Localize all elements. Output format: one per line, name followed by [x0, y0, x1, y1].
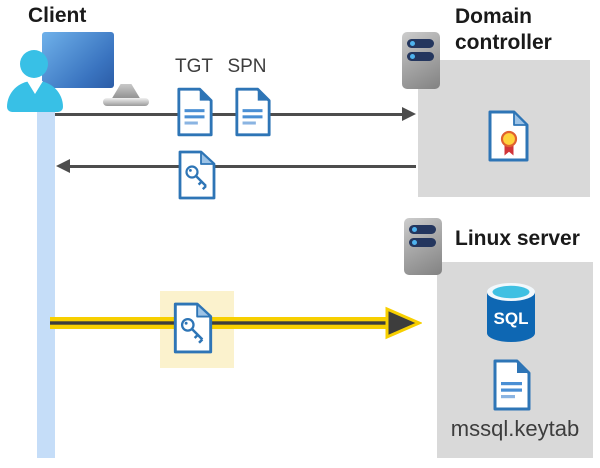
response-arrow-head-icon	[56, 158, 70, 173]
monitor-base-icon	[103, 98, 149, 106]
spn-document-icon	[235, 87, 271, 137]
tgt-document-icon	[177, 87, 213, 137]
tgt-label: TGT	[175, 56, 213, 77]
client-title: Client	[28, 4, 87, 27]
server-drive-icon	[407, 52, 434, 61]
linux-server-icon	[404, 218, 442, 275]
request-arrow-head-icon	[402, 106, 416, 121]
server-drive-icon	[407, 39, 434, 48]
certificate-icon	[488, 110, 529, 162]
domain-controller-server-icon	[402, 32, 440, 89]
keytab-file-label: mssql.keytab	[450, 416, 580, 441]
client-monitor-icon	[42, 32, 114, 88]
spn-label: SPN	[227, 56, 267, 77]
server-drive-icon	[409, 238, 436, 247]
domain-controller-title: Domain controller	[455, 4, 552, 56]
kerberos-ticket-arrow	[50, 306, 422, 340]
domain-controller-title-line2: controller	[455, 31, 552, 54]
response-arrow-line	[69, 165, 416, 168]
sql-badge-text: SQL	[494, 309, 529, 328]
client-timeline-bar	[37, 88, 55, 458]
linux-server-title: Linux server	[455, 227, 580, 250]
monitor-stand-icon	[111, 84, 141, 100]
sql-database-icon: SQL	[487, 283, 535, 342]
service-ticket-key-document-icon	[173, 302, 213, 354]
person-head-icon	[20, 50, 48, 78]
server-drive-icon	[409, 225, 436, 234]
domain-controller-title-line1: Domain	[455, 5, 533, 28]
request-arrow-line	[55, 113, 403, 116]
keytab-document-icon	[493, 359, 531, 411]
key-ticket-document-icon	[178, 150, 216, 200]
